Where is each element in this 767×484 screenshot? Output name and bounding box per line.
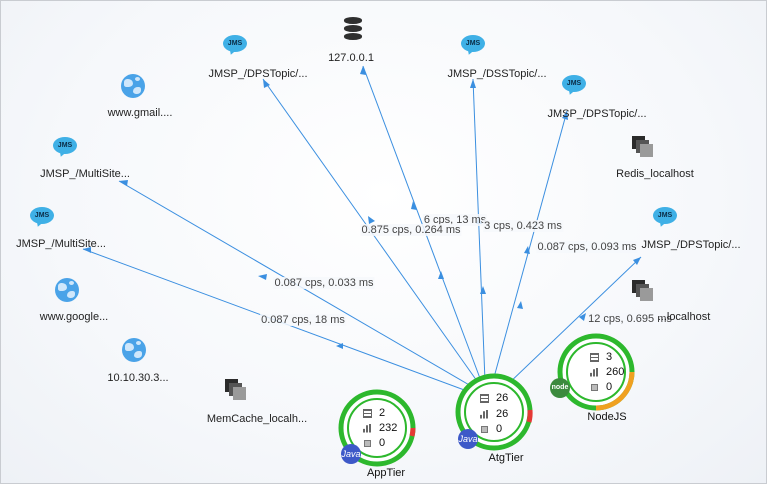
edge-label: 12 cps, 0.695 ms [587, 313, 673, 325]
edge-atg-dps2[interactable] [492, 110, 568, 382]
node-label: ...localhost [657, 311, 711, 323]
tier-stat-errors: 0 [480, 423, 502, 435]
node-label: 127.0.0.1 [328, 52, 374, 64]
tier-stat-count: 2 [363, 407, 385, 419]
external-node[interactable] [55, 278, 79, 302]
globe-icon [122, 338, 146, 362]
jms-icon: JMS [223, 35, 247, 57]
edge-label: 0.875 cps, 0.264 ms [360, 224, 462, 236]
jms-node[interactable]: JMS [30, 207, 54, 229]
cache-node[interactable] [632, 280, 654, 302]
node-label: JMSP_/DPSTopic/... [547, 108, 647, 120]
tier-stat-count: 3 [590, 351, 612, 363]
health-ring [338, 389, 416, 467]
globe-icon [55, 278, 79, 302]
node-label: JMSP_/DSSTopic/... [447, 68, 547, 80]
external-node[interactable] [122, 338, 146, 362]
edge-label: 0.087 cps, 0.033 ms [273, 277, 375, 289]
node-label: www.google... [39, 311, 109, 323]
node-label: JMSP_/MultiSite... [16, 238, 106, 250]
node-label: Redis_localhost [616, 168, 694, 180]
edge-label: 3 cps, 0.423 ms [483, 220, 563, 232]
jms-icon: JMS [461, 35, 485, 57]
bar-chart-icon [480, 409, 489, 419]
external-node[interactable] [121, 74, 145, 98]
tier-stat-calls: 232 [363, 422, 397, 434]
edge-atg-dps3[interactable] [505, 256, 642, 387]
table-icon [363, 408, 372, 418]
tier-stat-calls: 26 [480, 408, 508, 420]
node-label: MemCache_localh... [206, 413, 308, 425]
edge-atg-db[interactable] [362, 65, 482, 382]
table-icon [480, 393, 489, 403]
chip-icon [364, 439, 371, 447]
node-label: 10.10.30.3... [107, 372, 169, 384]
tier-stat-errors: 0 [590, 381, 612, 393]
table-icon [590, 352, 599, 362]
jms-node[interactable]: JMS [53, 137, 77, 159]
node-badge-icon: node [550, 378, 570, 398]
java-badge-icon: Java [458, 429, 478, 449]
tier-name: AtgTier [488, 452, 524, 464]
cache-icon [632, 136, 654, 158]
tier-stat-errors: 0 [363, 437, 385, 449]
cache-node[interactable] [632, 136, 654, 158]
edge-atg-dss[interactable] [472, 78, 486, 382]
chip-icon [481, 425, 488, 433]
tier-stat-calls: 260 [590, 366, 624, 378]
cache-node[interactable] [225, 379, 247, 401]
edge-label: 0.087 cps, 0.093 ms [536, 241, 638, 253]
database-icon [344, 17, 362, 41]
jms-node[interactable]: JMS [653, 207, 677, 229]
bar-chart-icon [590, 367, 599, 377]
jms-node[interactable]: JMS [223, 35, 247, 57]
node-label: JMSP_/MultiSite... [40, 168, 130, 180]
database-node[interactable] [344, 17, 362, 41]
cache-icon [225, 379, 247, 401]
globe-icon [121, 74, 145, 98]
jms-icon: JMS [562, 75, 586, 97]
jms-node[interactable]: JMS [562, 75, 586, 97]
node-label: JMSP_/DPSTopic/... [641, 239, 741, 251]
tier-name: AppTier [366, 467, 406, 479]
tier-atgtier[interactable]: 26 26 0 Java [454, 372, 534, 452]
tier-stat-count: 26 [480, 392, 508, 404]
jms-icon: JMS [53, 137, 77, 159]
java-badge-icon: Java [341, 444, 361, 464]
chip-icon [591, 383, 598, 391]
node-label: www.gmail.... [107, 107, 173, 119]
jms-icon: JMS [653, 207, 677, 229]
node-label: JMSP_/DPSTopic/... [208, 68, 308, 80]
bar-chart-icon [363, 423, 372, 433]
jms-icon: JMS [30, 207, 54, 229]
edge-label: 0.087 cps, 18 ms [260, 314, 346, 326]
tier-nodejs[interactable]: 3 260 0 node [550, 332, 636, 412]
cache-icon [632, 280, 654, 302]
tier-name: NodeJS [587, 411, 627, 423]
tier-apptier[interactable]: 2 232 0 Java [337, 388, 417, 468]
health-ring [455, 373, 533, 451]
edge-label: 6 cps, 13 ms [422, 214, 488, 226]
jms-node[interactable]: JMS [461, 35, 485, 57]
